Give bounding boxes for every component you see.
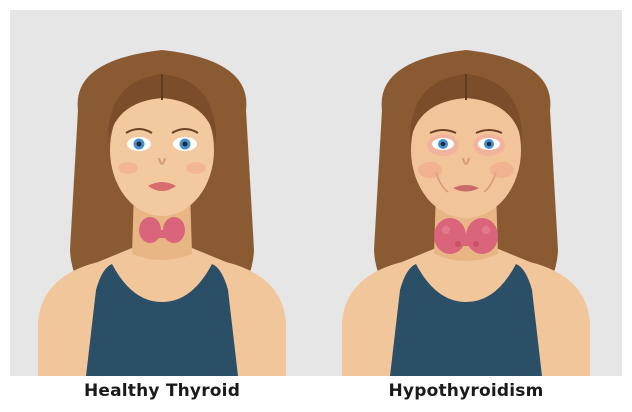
healthy-woman-illustration bbox=[32, 40, 292, 376]
healthy-thyroid-label: Healthy Thyroid bbox=[12, 381, 312, 401]
hypothyroid-woman-illustration bbox=[336, 40, 596, 376]
healthy-figure bbox=[32, 40, 292, 376]
hypothyroidism-label: Hypothyroidism bbox=[316, 381, 616, 401]
hypothyroid-figure bbox=[336, 40, 596, 376]
